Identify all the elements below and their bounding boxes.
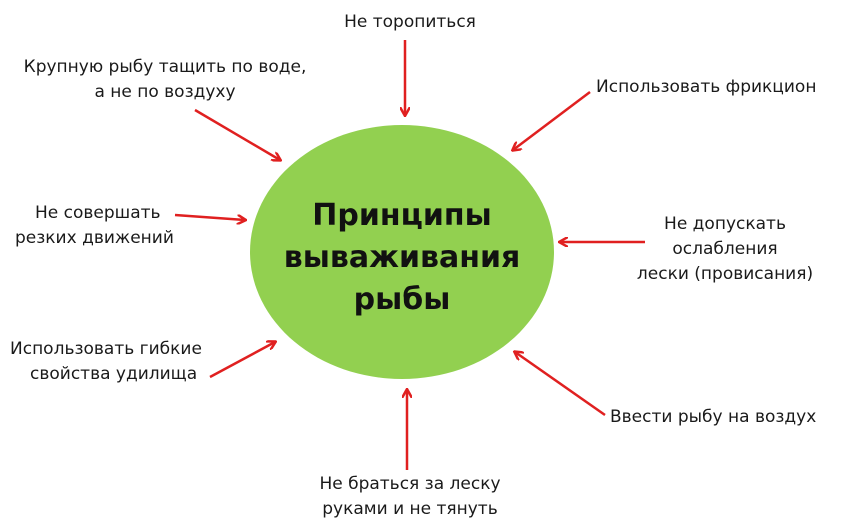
principle-text: Ввести рыбу на воздух	[610, 407, 817, 427]
principle-top: Не торопиться	[340, 10, 480, 35]
principle-text: ослабления	[672, 239, 778, 259]
principle-text: резких движений	[15, 228, 174, 248]
principle-text: Использовать фрикцион	[596, 77, 817, 97]
principle-text: Не браться за леску	[319, 474, 501, 494]
arrow-left	[174, 213, 245, 220]
center-title-line: рыбы	[353, 282, 451, 317]
principle-right: Не допускать ослабления лески (провисани…	[610, 212, 840, 287]
arrow-bottom-left	[209, 342, 275, 379]
principle-bottom: Не браться за леску руками и не тянуть	[300, 472, 520, 520]
center-circle	[250, 125, 554, 379]
principle-text: Не допускать	[664, 214, 786, 234]
center-title-line: Принципы	[312, 198, 492, 233]
arrow-top-right	[513, 91, 591, 150]
principle-text: Не торопиться	[344, 12, 476, 32]
principle-text: Крупную рыбу тащить по воде,	[23, 57, 307, 77]
principle-text: свойства удилища	[30, 364, 198, 384]
principle-text: руками и не тянуть	[322, 499, 498, 519]
principle-text: лески (провисания)	[636, 264, 814, 284]
center-title: Принципы вываживания рыбы	[252, 195, 552, 321]
principle-top-left: Крупную рыбу тащить по воде, а не по воз…	[10, 55, 320, 105]
principle-text: Использовать гибкие	[10, 339, 202, 359]
principle-bottom-left: Использовать гибкие свойства удилища	[10, 337, 202, 387]
principle-bottom-right: Ввести рыбу на воздух	[610, 405, 816, 430]
arrow-top-left	[194, 108, 280, 160]
principle-left: Не совершать резких движений	[15, 201, 174, 251]
center-title-line: вываживания	[283, 240, 521, 275]
principle-text: Не совершать	[35, 203, 161, 223]
principle-text: а не по воздуху	[94, 82, 236, 102]
arrow-bottom-right	[515, 352, 606, 417]
principle-top-right: Использовать фрикцион	[596, 75, 816, 100]
